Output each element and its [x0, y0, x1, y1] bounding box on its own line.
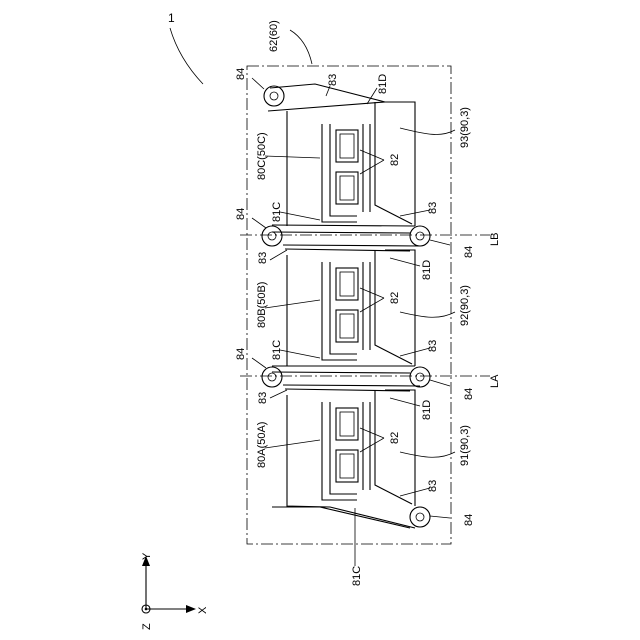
section-b-body — [287, 250, 415, 366]
label-c-81d: 81D — [377, 74, 389, 94]
frame-62 — [247, 66, 451, 544]
axis-x-label: X — [197, 606, 209, 614]
label-c-name: 80C(50C) — [256, 132, 268, 180]
label-c-cell: 82 — [389, 154, 401, 166]
cells-b — [322, 262, 370, 360]
label-a-tab: 83 — [257, 392, 269, 404]
label-la: LA — [489, 374, 501, 388]
label-b-81c: 81C — [271, 340, 283, 360]
label-b-tab2: 83 — [427, 340, 439, 352]
band-cb — [272, 225, 420, 251]
label-c-hole3: 84 — [463, 246, 475, 258]
cells-c — [322, 124, 370, 222]
label-b-film: 92(90,3) — [459, 285, 471, 326]
label-bottom-81c: 81C — [351, 566, 363, 586]
label-c-film: 93(90,3) — [459, 107, 471, 148]
label-lb: LB — [489, 233, 501, 246]
label-c-tab: 83 — [327, 74, 339, 86]
label-ref-1: 1 — [168, 11, 175, 25]
flap-top — [268, 84, 385, 111]
label-b-hole: 84 — [235, 348, 247, 360]
label-b-cell: 82 — [389, 292, 401, 304]
label-a-tab2: 83 — [427, 480, 439, 492]
label-a-film: 91(90,3) — [459, 425, 471, 466]
axis-y-label: Y — [141, 552, 153, 560]
band-ba — [272, 366, 420, 391]
rotated-labels: 62(60) 84 83 81D 93(90,3) 80C(50C) 82 81… — [141, 20, 501, 630]
label-b-tab: 83 — [257, 252, 269, 264]
label-c-hole: 84 — [235, 68, 247, 80]
label-b-hole2: 84 — [463, 388, 475, 400]
label-a-cell: 82 — [389, 432, 401, 444]
leaders — [170, 28, 455, 566]
label-a-name: 80A(50A) — [256, 422, 268, 468]
flap-bottom — [272, 507, 415, 528]
label-b-81d: 81D — [421, 260, 433, 280]
label-a-81d: 81D — [421, 400, 433, 420]
label-c-hole2: 84 — [235, 208, 247, 220]
label-a-hole: 84 — [463, 514, 475, 526]
axis-indicator — [142, 556, 196, 613]
label-c-81c: 81C — [271, 202, 283, 222]
label-c-tab2: 83 — [427, 202, 439, 214]
cells-a — [322, 402, 370, 500]
label-frame: 62(60) — [268, 20, 280, 52]
label-b-name: 80B(50B) — [256, 282, 268, 328]
axis-z-label: Z — [141, 623, 153, 630]
